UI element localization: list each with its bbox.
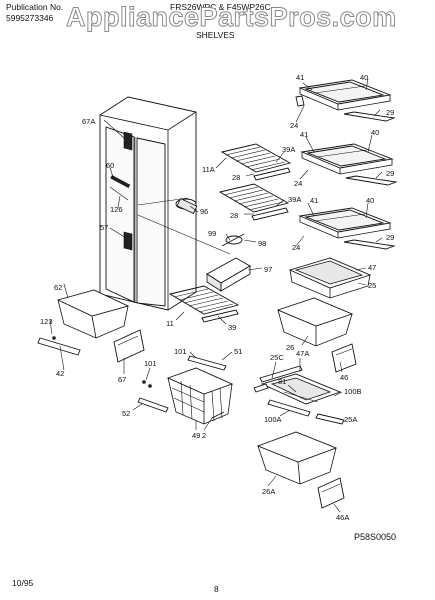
part-label: 24 <box>294 179 302 188</box>
watermark: AppliancePartsPros.com <box>66 2 397 33</box>
diagram-id: P58S0050 <box>354 532 397 542</box>
part-label: 47 <box>368 263 376 272</box>
publication-number: 5995273346 <box>6 13 54 23</box>
part-label: 26A <box>262 487 275 496</box>
part-label: 29 <box>386 169 394 178</box>
part-label: 24 <box>292 243 300 252</box>
part-label: 26 <box>286 343 294 352</box>
freezer-bin <box>37 289 145 363</box>
pan-with-cover <box>288 257 372 299</box>
part-label: 49 <box>192 431 200 440</box>
part-label: 100A <box>264 415 282 424</box>
glass-shelf-bottom <box>298 207 396 250</box>
part-label: 100B <box>344 387 362 396</box>
wire-basket <box>137 355 234 425</box>
wire-shelf-lower <box>218 183 290 221</box>
glass-shelf-middle <box>300 143 398 186</box>
part-label: 41 <box>300 130 308 139</box>
part-label: 67A <box>82 117 95 126</box>
part-label: 57 <box>100 223 108 232</box>
part-label: 39A <box>282 145 295 154</box>
part-label: 101 <box>144 359 157 368</box>
model-numbers: FRS26WPC & F45WP26C <box>170 2 271 12</box>
part-label: 29 <box>386 233 394 242</box>
part-label: 28 <box>232 173 240 182</box>
glass-shelf-top <box>295 79 396 122</box>
part-label: 41 <box>310 196 318 205</box>
wire-shelf-bottom <box>168 285 240 323</box>
crisper-pan-lower <box>256 431 345 509</box>
part-label: 47A <box>296 349 309 358</box>
part-label: 62 <box>54 283 62 292</box>
part-label: 96 <box>200 207 208 216</box>
part-label: 67 <box>118 375 126 384</box>
section-title: SHELVES <box>196 30 235 40</box>
part-label: 123 <box>40 317 53 326</box>
part-label: 41 <box>296 73 304 82</box>
part-label: 52 <box>122 409 130 418</box>
part-label: 46A <box>336 513 349 522</box>
part-label: 39 <box>228 323 236 332</box>
cabinet <box>99 96 231 311</box>
part-label: 25A <box>344 415 357 424</box>
part-label: 99 <box>208 229 216 238</box>
part-label: 126 <box>110 205 123 214</box>
part-label: 24 <box>290 121 298 130</box>
part-label: 101 <box>174 347 187 356</box>
part-label: 39A <box>288 195 301 204</box>
crisper-cover-assembly <box>253 365 345 425</box>
leader-lines <box>49 78 383 513</box>
part-label: 25 <box>368 281 376 290</box>
wire-shelf-upper <box>220 143 292 181</box>
part-label: 2 <box>202 431 206 440</box>
part-labels: 41 40 24 29 41 40 24 29 41 40 24 29 47 2… <box>40 73 394 522</box>
part-label: 29 <box>386 108 394 117</box>
part-label: 40 <box>366 196 374 205</box>
part-label: 98 <box>258 239 266 248</box>
footer-page: 8 <box>214 584 219 594</box>
part-label: 40 <box>360 73 368 82</box>
part-label: 11 <box>166 319 174 328</box>
part-label: 81 <box>278 377 286 386</box>
part-label: 97 <box>264 265 272 274</box>
part-label: 11A <box>202 165 215 174</box>
part-label: 42 <box>56 369 64 378</box>
part-label: 25C <box>270 353 284 362</box>
part-label: 40 <box>371 128 379 137</box>
part-label: 46 <box>340 373 348 382</box>
part-label: 28 <box>230 211 238 220</box>
footer-date: 10/95 <box>12 578 34 588</box>
publication-label: Publication No. <box>6 2 64 12</box>
part-label: 51 <box>234 347 242 356</box>
crisper-pan-upper <box>276 297 357 373</box>
part-label: 60 <box>106 161 114 170</box>
